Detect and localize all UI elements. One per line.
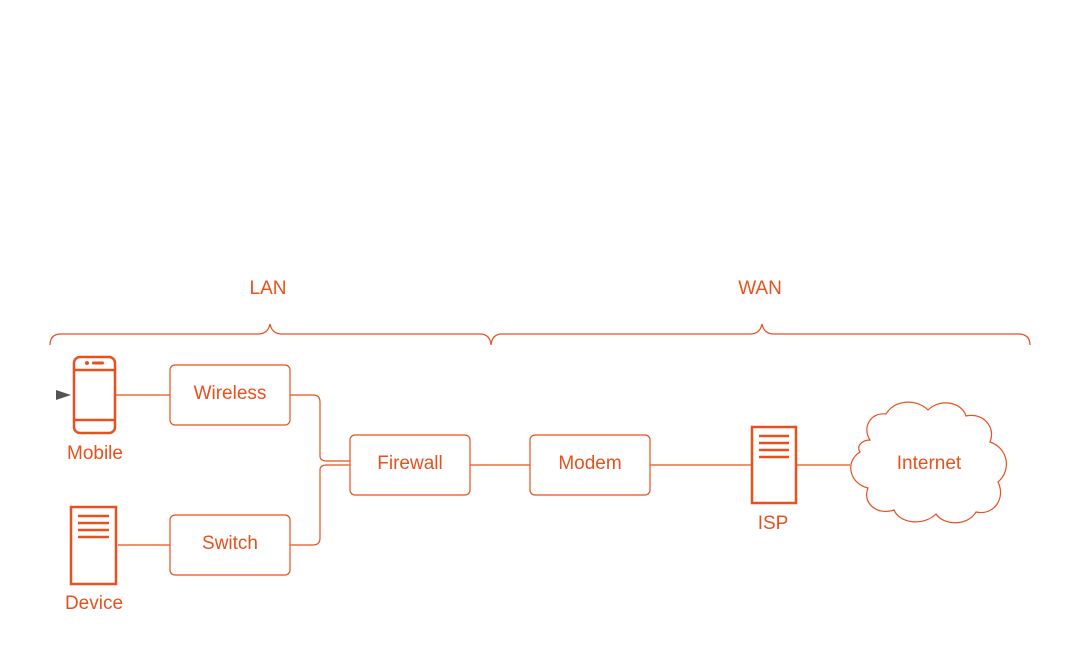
connection-lines <box>116 394 850 546</box>
wan-group-label: WAN <box>738 278 782 299</box>
wireless-label: Wireless <box>194 383 267 404</box>
isp-server-icon <box>750 425 798 505</box>
pointer-icon <box>56 390 71 400</box>
switch-node[interactable]: Switch <box>169 514 291 576</box>
link-switch-firewall <box>290 464 350 546</box>
internet-label: Internet <box>897 453 962 474</box>
firewall-node[interactable]: Firewall <box>349 434 471 496</box>
modem-node[interactable]: Modem <box>529 434 651 496</box>
isp-label: ISP <box>758 513 789 534</box>
firewall-label: Firewall <box>377 453 442 474</box>
smartphone-icon <box>72 355 117 435</box>
cloud-icon <box>850 401 1007 524</box>
lan-group-label: LAN <box>250 278 287 299</box>
link-wireless-firewall <box>290 394 350 462</box>
group-brace <box>49 323 1031 346</box>
switch-label: Switch <box>202 533 258 554</box>
server-icon <box>69 505 118 586</box>
modem-label: Modem <box>558 453 621 474</box>
device-label: Device <box>65 593 123 614</box>
mobile-label: Mobile <box>67 443 123 464</box>
wireless-node[interactable]: Wireless <box>169 364 291 426</box>
